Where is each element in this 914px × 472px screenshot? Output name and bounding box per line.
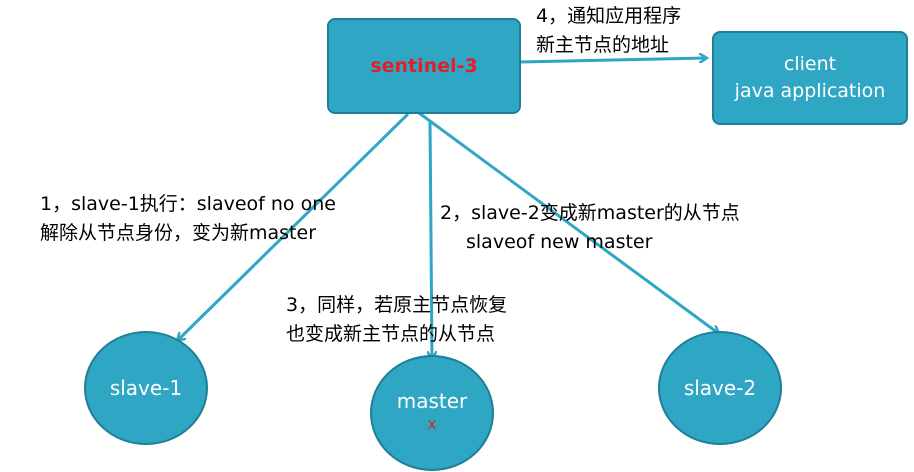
arrow-sentinel-to-slave1 (178, 112, 410, 340)
step3-line2: 也变成新主节点的从节点 (286, 323, 496, 345)
arrow-sentinel-to-master (430, 119, 432, 358)
master-label: master (396, 389, 468, 413)
step1-line2: 解除从节点身份，变为新master (40, 222, 317, 244)
slave1-node: slave-1 (84, 331, 208, 445)
slave1-label: slave-1 (109, 376, 183, 400)
step2-line1: 2，slave-2变成新master的从节点 (440, 202, 740, 224)
step3-label: 3，同样，若原主节点恢复 也变成新主节点的从节点 (286, 291, 507, 349)
step3-line1: 3，同样，若原主节点恢复 (286, 294, 508, 316)
step2-line2: slaveof new master (466, 231, 653, 253)
slave2-label: slave-2 (683, 376, 757, 400)
client-label: client (783, 53, 837, 75)
step1-line1: 1，slave-1执行：slaveof no one (40, 193, 336, 215)
master-failed-mark: x (427, 415, 437, 433)
step2-label: 2，slave-2变成新master的从节点 slaveof new maste… (440, 199, 740, 257)
sentinel-node: sentinel-3 (327, 18, 521, 114)
slave2-node: slave-2 (658, 331, 782, 445)
client-sublabel: java application (734, 80, 886, 102)
arrow-sentinel-to-client (519, 58, 706, 64)
step4-line1: 4，通知应用程序 (536, 5, 682, 27)
client-node: client java application (712, 31, 908, 125)
step4-label: 4，通知应用程序 新主节点的地址 (536, 2, 681, 60)
step1-label: 1，slave-1执行：slaveof no one 解除从节点身份，变为新ma… (40, 190, 336, 248)
arrow-sentinel-to-slave2 (414, 108, 718, 333)
sentinel-label: sentinel-3 (370, 55, 478, 77)
master-node: master x (370, 355, 494, 471)
step4-line2: 新主节点的地址 (536, 34, 670, 56)
